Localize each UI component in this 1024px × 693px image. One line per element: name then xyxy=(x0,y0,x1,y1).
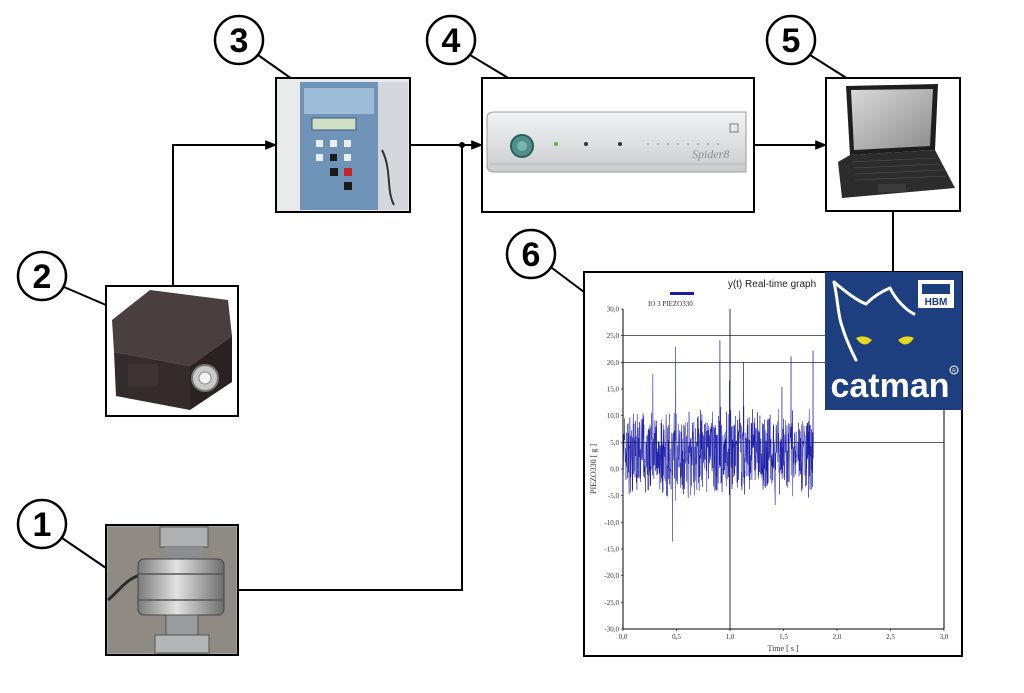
y-tick-labels: 30,0 25,0 20,0 15,0 10,0 5,0 0,0 -5,0 -10,0 -15,0… xyxy=(604,306,623,634)
x-tick-label: 3,0 xyxy=(940,633,949,641)
callout-4: 4 xyxy=(425,14,511,80)
catman-wordmark: catman xyxy=(830,367,949,405)
y-tick-label: 0,0 xyxy=(610,466,619,474)
callout-6-label: 6 xyxy=(522,236,541,274)
signal-trace xyxy=(622,340,814,542)
callout-5: 5 xyxy=(765,14,849,80)
legend-label: IO 3 PIEZO330 xyxy=(648,300,693,308)
charge-amplifier-photo xyxy=(275,77,411,213)
y-tick-label: 20,0 xyxy=(607,359,620,367)
legend-swatch xyxy=(670,292,694,295)
accelerometer-photo xyxy=(105,285,239,417)
x-tick-label: 2,5 xyxy=(886,633,895,641)
callout-1: 1 xyxy=(16,498,107,569)
connection-wires xyxy=(172,140,894,591)
force-sensor-photo xyxy=(105,524,239,656)
x-tick-label: 1,0 xyxy=(726,633,735,641)
registered-mark: R xyxy=(952,369,956,375)
y-tick-label: -20,0 xyxy=(604,572,619,580)
y-tick-label: -30,0 xyxy=(604,626,619,634)
x-tick-label: 0,0 xyxy=(619,633,628,641)
spider8-daq-photo: Spider8 xyxy=(481,77,755,213)
callout-1-label: 1 xyxy=(33,506,52,544)
cat-eye-left xyxy=(856,336,872,345)
x-tick-labels: 0,0 0,5 1,0 1,5 2,0 2,5 3,0 xyxy=(619,629,949,641)
y-tick-label: 25,0 xyxy=(607,332,620,340)
cat-outline xyxy=(832,280,916,362)
callout-4-label: 4 xyxy=(442,22,461,60)
callout-2-label: 2 xyxy=(33,258,52,296)
y-tick-label: -10,0 xyxy=(604,519,619,527)
wire-2-to-3 xyxy=(172,140,278,286)
callout-2: 2 xyxy=(16,250,107,306)
callout-5-label: 5 xyxy=(782,22,801,60)
spider8-brand-label: Spider8 xyxy=(692,147,729,161)
y-tick-label: 5,0 xyxy=(610,439,619,447)
callout-3: 3 xyxy=(213,14,293,80)
y-tick-label: -5,0 xyxy=(608,492,620,500)
y-axis-title: PIEZO330 [ g ] xyxy=(589,444,598,494)
y-tick-label: 10,0 xyxy=(607,412,620,420)
callout-3-label: 3 xyxy=(230,22,249,60)
wire-1-to-junction xyxy=(238,145,463,591)
catman-logo: HBM catman R xyxy=(825,272,962,410)
hbm-label: HBM xyxy=(925,297,948,308)
cat-eye-right xyxy=(898,336,914,345)
x-tick-label: 2,0 xyxy=(833,633,842,641)
y-tick-label: -15,0 xyxy=(604,546,619,554)
laptop-photo xyxy=(825,77,961,212)
graph-title: y(t) Real-time graph xyxy=(728,279,816,290)
y-tick-label: 15,0 xyxy=(607,386,620,394)
y-tick-label: 30,0 xyxy=(607,306,620,314)
x-tick-label: 1,5 xyxy=(779,633,788,641)
y-tick-label: -25,0 xyxy=(604,599,619,607)
x-axis-title: Time [ s ] xyxy=(767,644,798,653)
callout-6: 6 xyxy=(505,228,585,293)
wire-junction-dot xyxy=(459,142,465,148)
x-tick-label: 0,5 xyxy=(672,633,681,641)
